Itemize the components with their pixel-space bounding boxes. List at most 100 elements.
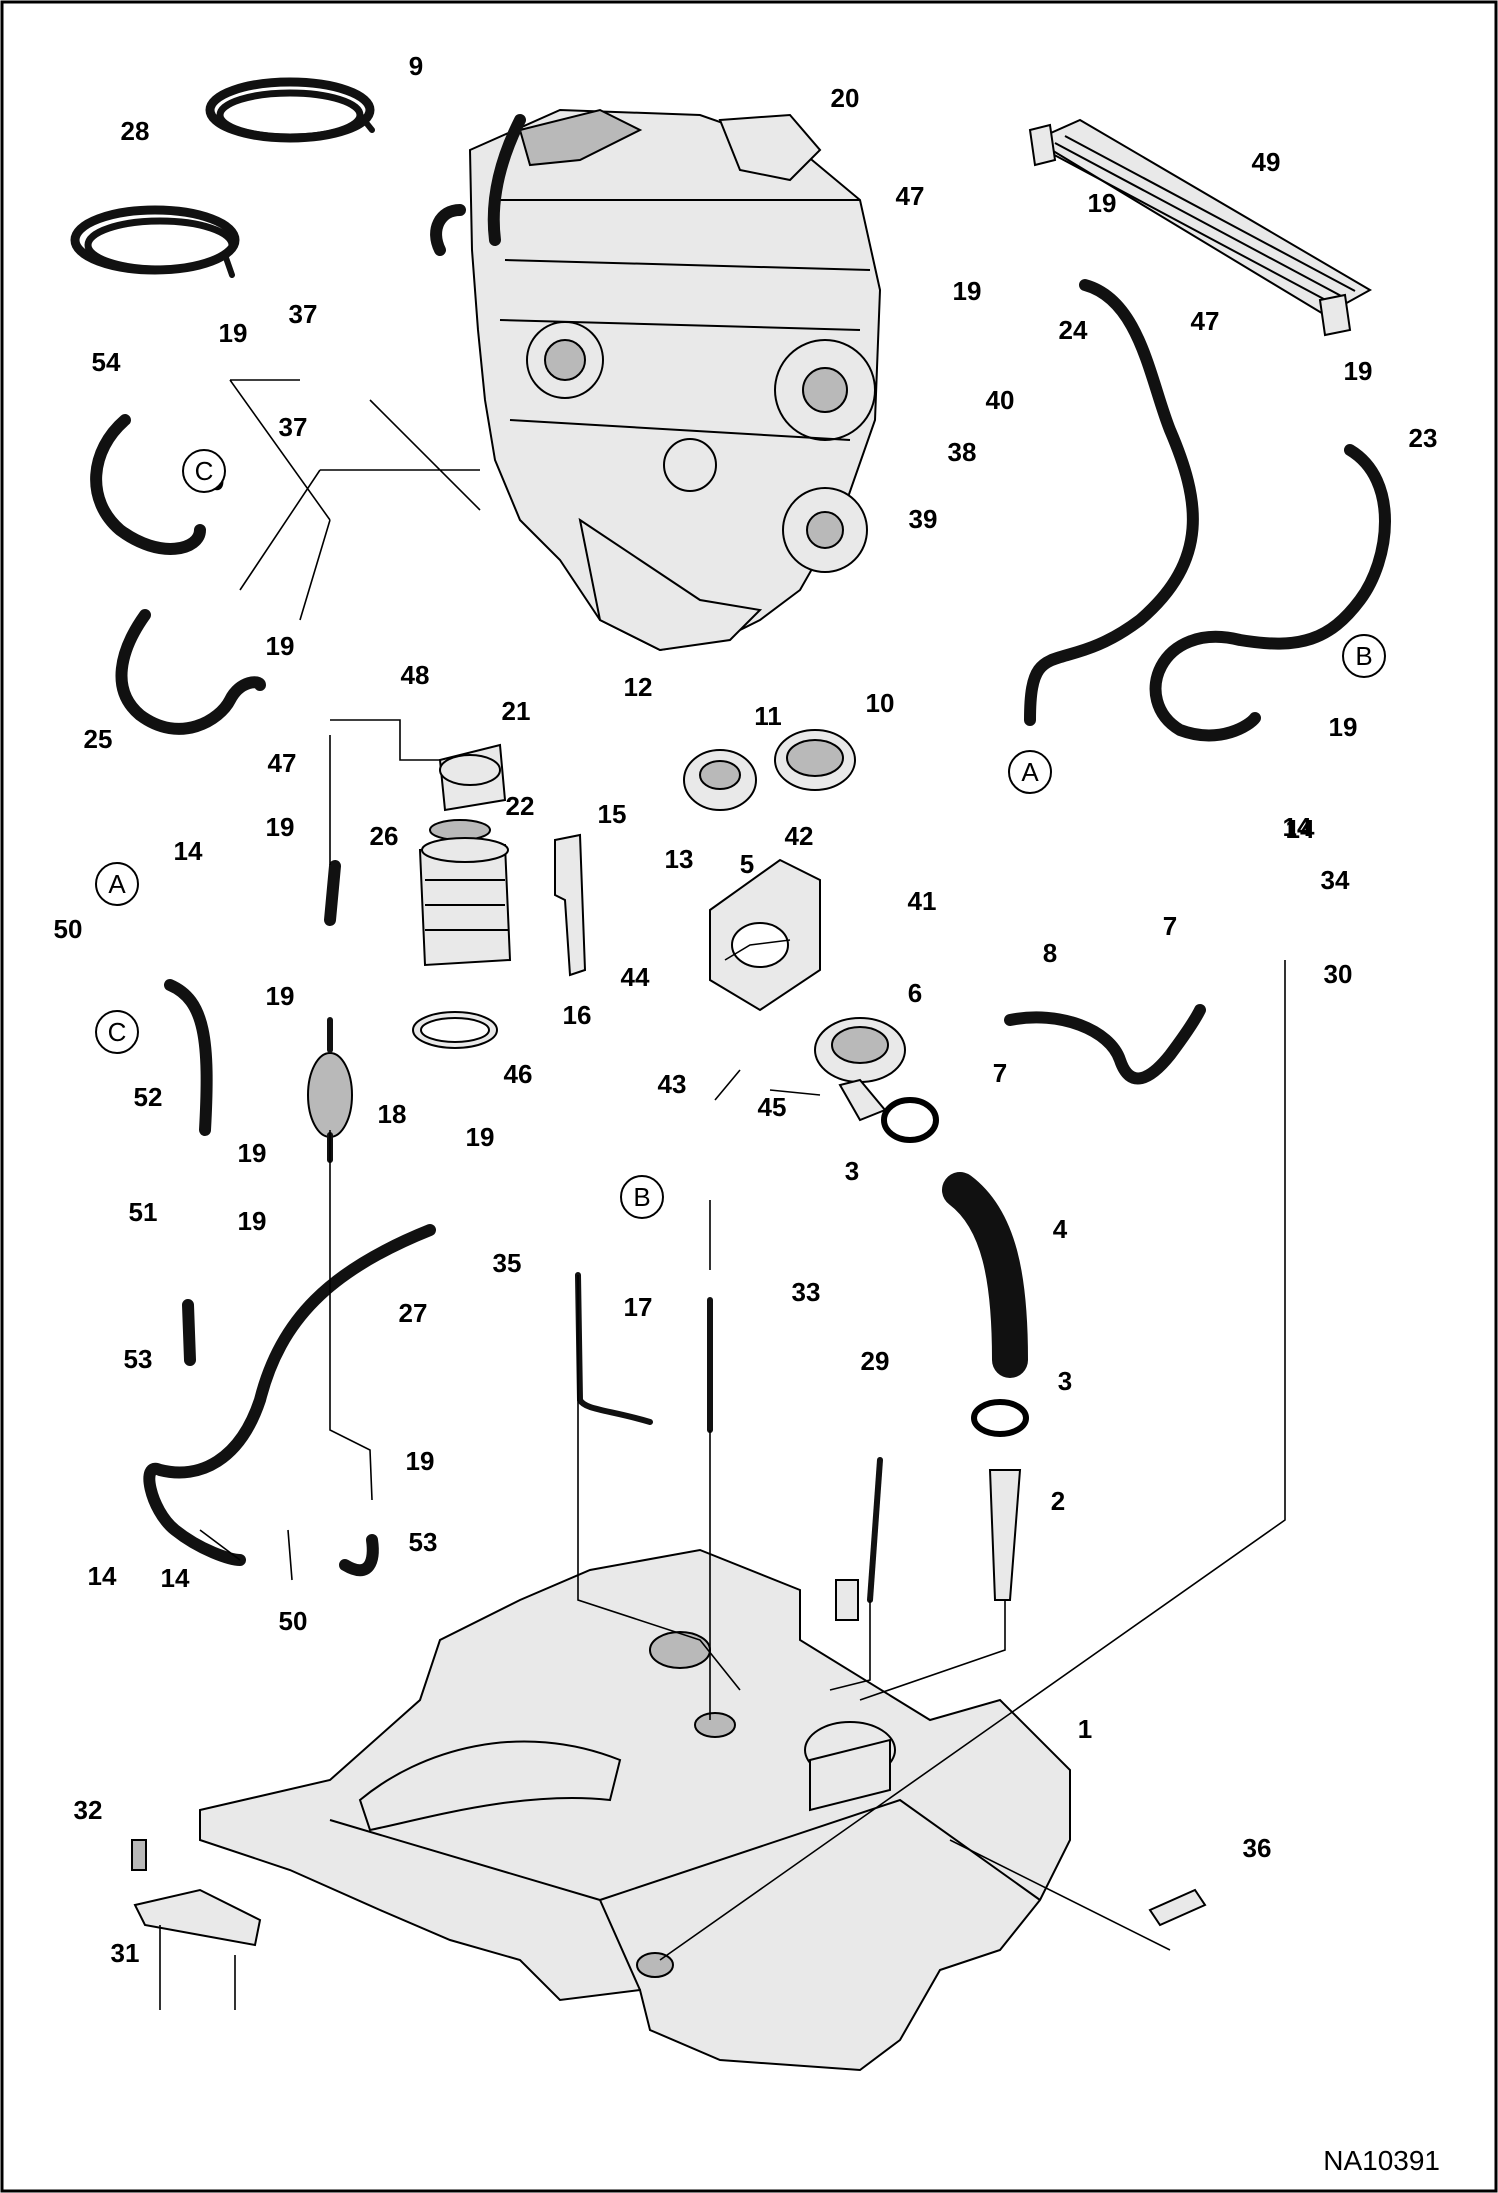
connector-marker: C (95, 1010, 139, 1054)
part-number-label: 19 (1329, 712, 1358, 742)
connector-letter: B (633, 1182, 650, 1212)
part-number-label: 47 (1191, 306, 1220, 336)
part-number-label: 18 (378, 1099, 407, 1129)
connector-circle (620, 1175, 664, 1219)
part-number-label: 14 (1283, 812, 1312, 842)
connector-letter: A (1021, 757, 1039, 787)
part-number-label: 31 (111, 1938, 140, 1968)
part-number-label: 9 (409, 51, 423, 81)
connector-letter: B (1355, 641, 1372, 671)
part-number-label: 44 (621, 962, 650, 992)
engine-assembly (430, 108, 882, 652)
connector-circle (182, 449, 226, 493)
part-number-label: 19 (238, 1138, 267, 1168)
part-number-label: 14 (88, 1561, 117, 1591)
part-number-label: 38 (948, 437, 977, 467)
filler-parts (683, 729, 1029, 1601)
fuel-cooler (1028, 118, 1373, 337)
connector-marker: B (620, 1175, 664, 1219)
part-number-label: 10 (866, 688, 895, 718)
part-number-label: 2 (1051, 1486, 1065, 1516)
part-number-label: 15 (598, 799, 627, 829)
part-number-label: 5 (740, 849, 754, 879)
part-number-label: 19 (1088, 188, 1117, 218)
part-number-label: 6 (908, 978, 922, 1008)
part-number-label: 43 (658, 1069, 687, 1099)
part-number-label: 14 (161, 1563, 190, 1593)
part-number-label: 23 (1409, 423, 1438, 453)
part-number-label: 27 (399, 1298, 428, 1328)
part-number-label: 42 (785, 821, 814, 851)
part-number-label: 14 (174, 836, 203, 866)
part-number-label: 8 (1043, 938, 1057, 968)
connector-letter: C (108, 1017, 127, 1047)
part-number-label: 19 (266, 812, 295, 842)
part-number-label: 53 (409, 1527, 438, 1557)
part-number-label: 19 (238, 1206, 267, 1236)
part-number-label: 19 (219, 318, 248, 348)
connector-letter: A (108, 869, 126, 899)
connector-letter: C (195, 456, 214, 486)
part-number-label: 16 (563, 1000, 592, 1030)
part-number-label: 22 (506, 791, 535, 821)
connector-marker: B (1342, 634, 1386, 678)
part-number-label: 29 (861, 1346, 890, 1376)
part-number-label: 3 (1058, 1366, 1072, 1396)
part-number-label: 47 (268, 748, 297, 778)
hoses (90, 279, 1391, 1621)
part-number-label: 37 (279, 412, 308, 442)
part-number-label: 48 (401, 660, 430, 690)
connector-marker: A (1008, 750, 1052, 794)
part-number-label: 19 (266, 631, 295, 661)
part-number-label: 13 (665, 844, 694, 874)
part-number-label: 37 (289, 299, 318, 329)
part-number-label: 35 (493, 1248, 522, 1278)
part-number-label: 14 (1286, 814, 1315, 844)
connector-marker: C (182, 449, 226, 493)
part-number-label: 20 (831, 83, 860, 113)
connector-circle (95, 1010, 139, 1054)
part-number-label: 25 (84, 724, 113, 754)
part-number-label: 12 (624, 672, 653, 702)
part-number-label: 28 (121, 116, 150, 146)
part-number-label: 24 (1059, 315, 1088, 345)
connector-circle (95, 862, 139, 906)
connector-marker: A (95, 862, 139, 906)
part-number-label: 41 (908, 886, 937, 916)
part-number-label: 40 (986, 385, 1015, 415)
part-number-label: 4 (1053, 1214, 1068, 1244)
part-number-label: 46 (504, 1059, 533, 1089)
hose-coil-28 (70, 205, 240, 278)
part-number-label: 50 (54, 914, 83, 944)
part-number-label: 45 (758, 1092, 787, 1122)
part-number-label: 17 (624, 1292, 653, 1322)
part-number-label: 32 (74, 1795, 103, 1825)
part-number-label: 21 (502, 696, 531, 726)
part-number-label: 53 (124, 1344, 153, 1374)
part-number-label: 7 (993, 1058, 1007, 1088)
part-number-label: 33 (792, 1277, 821, 1307)
part-number-label: 30 (1324, 959, 1353, 989)
part-number-label: 11 (754, 701, 782, 731)
drawing-id: NA10391 (1323, 2145, 1440, 2176)
part-number-label: 47 (896, 181, 925, 211)
connector-markers: A A B B C C (95, 449, 1386, 1219)
part-number-label: 19 (266, 981, 295, 1011)
hose-coil-9 (205, 77, 375, 143)
fuel-filter (412, 743, 587, 1049)
fuel-tank (131, 1548, 1207, 2072)
part-number-label: 19 (406, 1446, 435, 1476)
part-number-label: 54 (92, 347, 121, 377)
connector-circle (1342, 634, 1386, 678)
part-number-label: 7 (1163, 911, 1177, 941)
part-number-label: 51 (129, 1197, 158, 1227)
part-number-label: 36 (1243, 1833, 1272, 1863)
part-number-label: 1 (1078, 1714, 1092, 1744)
part-number-label: 19 (466, 1122, 495, 1152)
connector-circle (1008, 750, 1052, 794)
leader-lines (159, 379, 1286, 2010)
part-number-label: 26 (370, 821, 399, 851)
